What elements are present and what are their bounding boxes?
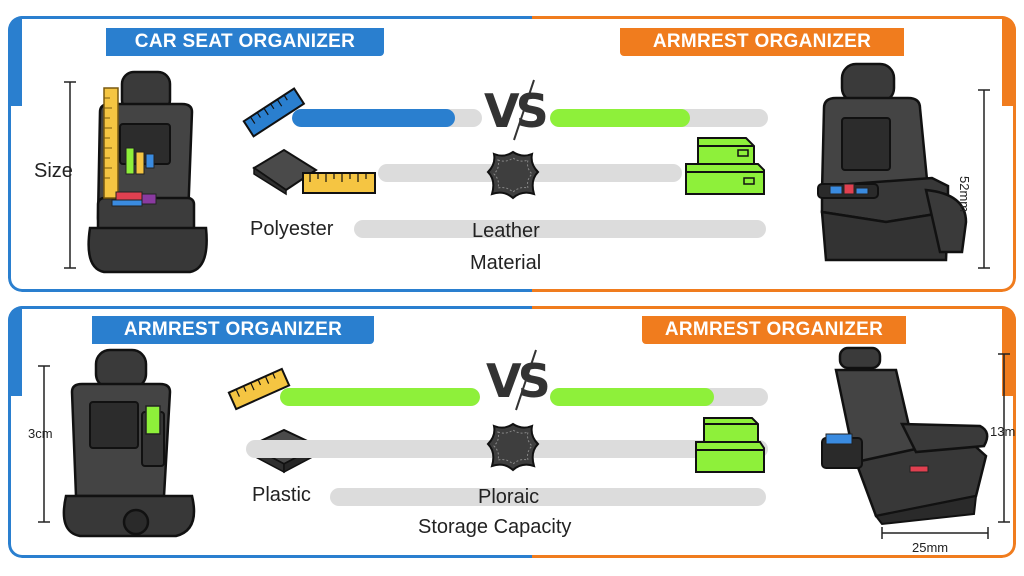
- top-panel-right-border: [532, 16, 1016, 292]
- bottom-leather-swatch-icon: [486, 422, 540, 472]
- top-right-title: ARMREST ORGANIZER: [620, 28, 904, 56]
- bottom-row-label: Storage Capacity: [418, 516, 572, 538]
- fabric-swatch-icon: [252, 148, 318, 196]
- top-size-bar-right-fill: [550, 109, 690, 127]
- top-left-title: CAR SEAT ORGANIZER: [106, 28, 384, 56]
- leather-swatch-icon: [486, 150, 540, 200]
- bottom-vs-label: VS: [486, 354, 551, 408]
- top-panel-right-accent: [1002, 16, 1016, 106]
- bottom-right-title: ARMREST ORGANIZER: [642, 316, 906, 344]
- yellow-ruler-icon: [302, 172, 376, 194]
- top-right-dimension: 52mm: [957, 176, 972, 213]
- bottom-armrest-seat-image: [821, 346, 989, 526]
- top-size-bar-left-fill: [292, 109, 456, 127]
- bottom-left-title: ARMREST ORGANIZER: [92, 316, 374, 344]
- bottom-size-bar-left-fill: [280, 388, 480, 406]
- bottom-yellow-ruler-icon: [227, 367, 291, 411]
- bottom-panel-left-border: [8, 306, 533, 558]
- bottom-panel-left-accent: [8, 306, 22, 396]
- bottom-vs-slash: [515, 349, 537, 411]
- bottom-material-bar-lower: [330, 488, 766, 506]
- top-comparison-panel: [8, 16, 1016, 292]
- bottom-comparison-panel: [8, 306, 1016, 558]
- top-vs-label: VS: [484, 84, 549, 138]
- bottom-right-height-line: [998, 353, 1010, 523]
- top-panel-left-accent: [8, 16, 22, 106]
- bottom-left-material: Plastic: [252, 484, 311, 506]
- top-size-bar-right: [550, 109, 768, 127]
- bottom-panel-right-border: [532, 306, 1016, 558]
- bottom-panel-right-accent: [1002, 306, 1016, 396]
- bottom-size-bar-right-fill: [550, 388, 714, 406]
- bottom-right-width: 25mm: [912, 540, 949, 555]
- top-vs-slash: [513, 79, 535, 141]
- top-row-label: Material: [470, 252, 542, 274]
- top-material-bar-lower: [354, 220, 766, 238]
- top-size-bar-left: [292, 109, 482, 127]
- bottom-right-height: 13m: [990, 424, 1016, 439]
- top-center-material: Leather: [472, 220, 540, 242]
- green-box-icon: [685, 137, 765, 195]
- bottom-size-bar-left: [280, 388, 480, 406]
- top-left-material: Polyester: [250, 218, 334, 240]
- blue-ruler-icon: [242, 87, 306, 138]
- bottom-left-seat-image: [38, 348, 196, 538]
- bottom-left-dimension: 3cm: [28, 426, 53, 441]
- bottom-center-material: Ploraic: [478, 486, 540, 508]
- armrest-organizer-image: [817, 62, 968, 262]
- car-seat-organizer-image: [64, 70, 208, 274]
- bottom-right-width-line: [881, 527, 989, 539]
- top-right-dimension-line: [978, 89, 990, 269]
- bottom-green-box-icon: [695, 417, 765, 473]
- bottom-size-bar-right: [550, 388, 768, 406]
- size-label: Size: [34, 160, 73, 182]
- top-panel-left-border: [8, 16, 533, 292]
